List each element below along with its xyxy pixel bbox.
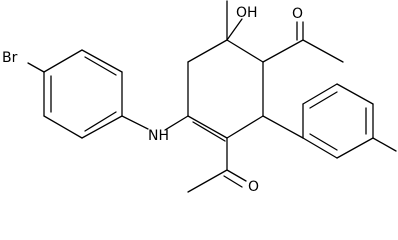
bromine-atom-label: Br xyxy=(2,50,18,66)
bond xyxy=(43,115,83,139)
double-bond-inner xyxy=(192,121,226,142)
bond-c-oh xyxy=(226,18,243,41)
bond xyxy=(336,137,374,159)
double-bond-inner xyxy=(84,56,117,76)
bond-carbonyl-bottom-double xyxy=(223,175,243,188)
bond xyxy=(226,115,264,139)
double-bond-inner xyxy=(309,133,338,151)
double-bond-inner xyxy=(309,91,338,109)
hydroxyl-oh-label: OH xyxy=(236,5,258,21)
bond xyxy=(81,115,123,139)
double-bond-inner xyxy=(84,111,117,132)
bond-ring-tolyl xyxy=(262,115,304,139)
bond-aryl-nh xyxy=(121,115,149,130)
bond-carbonyl-bottom xyxy=(226,169,247,182)
bond xyxy=(43,49,83,73)
amine-nh-label: NH xyxy=(148,128,169,144)
bond xyxy=(226,39,264,63)
carbonyl-oxygen-bottom-label: O xyxy=(248,179,259,195)
bromophenyl-ring xyxy=(43,49,123,139)
carbonyl-oxygen-top-label: O xyxy=(292,6,303,22)
bond-acetyl-methyl-bottom xyxy=(187,169,228,193)
bond-ring-acetyl-top xyxy=(262,39,304,63)
bond-c-br xyxy=(27,62,45,73)
bond xyxy=(302,137,338,159)
bond-tolyl-methyl xyxy=(372,137,397,152)
bond-acetyl-methyl-top xyxy=(302,39,344,63)
bond xyxy=(302,83,338,105)
bond xyxy=(187,115,228,139)
bond xyxy=(187,39,228,63)
bond xyxy=(336,83,374,105)
chemical-structure-diagram: Br NH OH O O xyxy=(2,0,397,195)
bond-nh-ring xyxy=(164,115,189,131)
tolyl-ring xyxy=(302,83,374,159)
cyclohexene-ring xyxy=(187,39,264,142)
bond xyxy=(81,49,123,73)
